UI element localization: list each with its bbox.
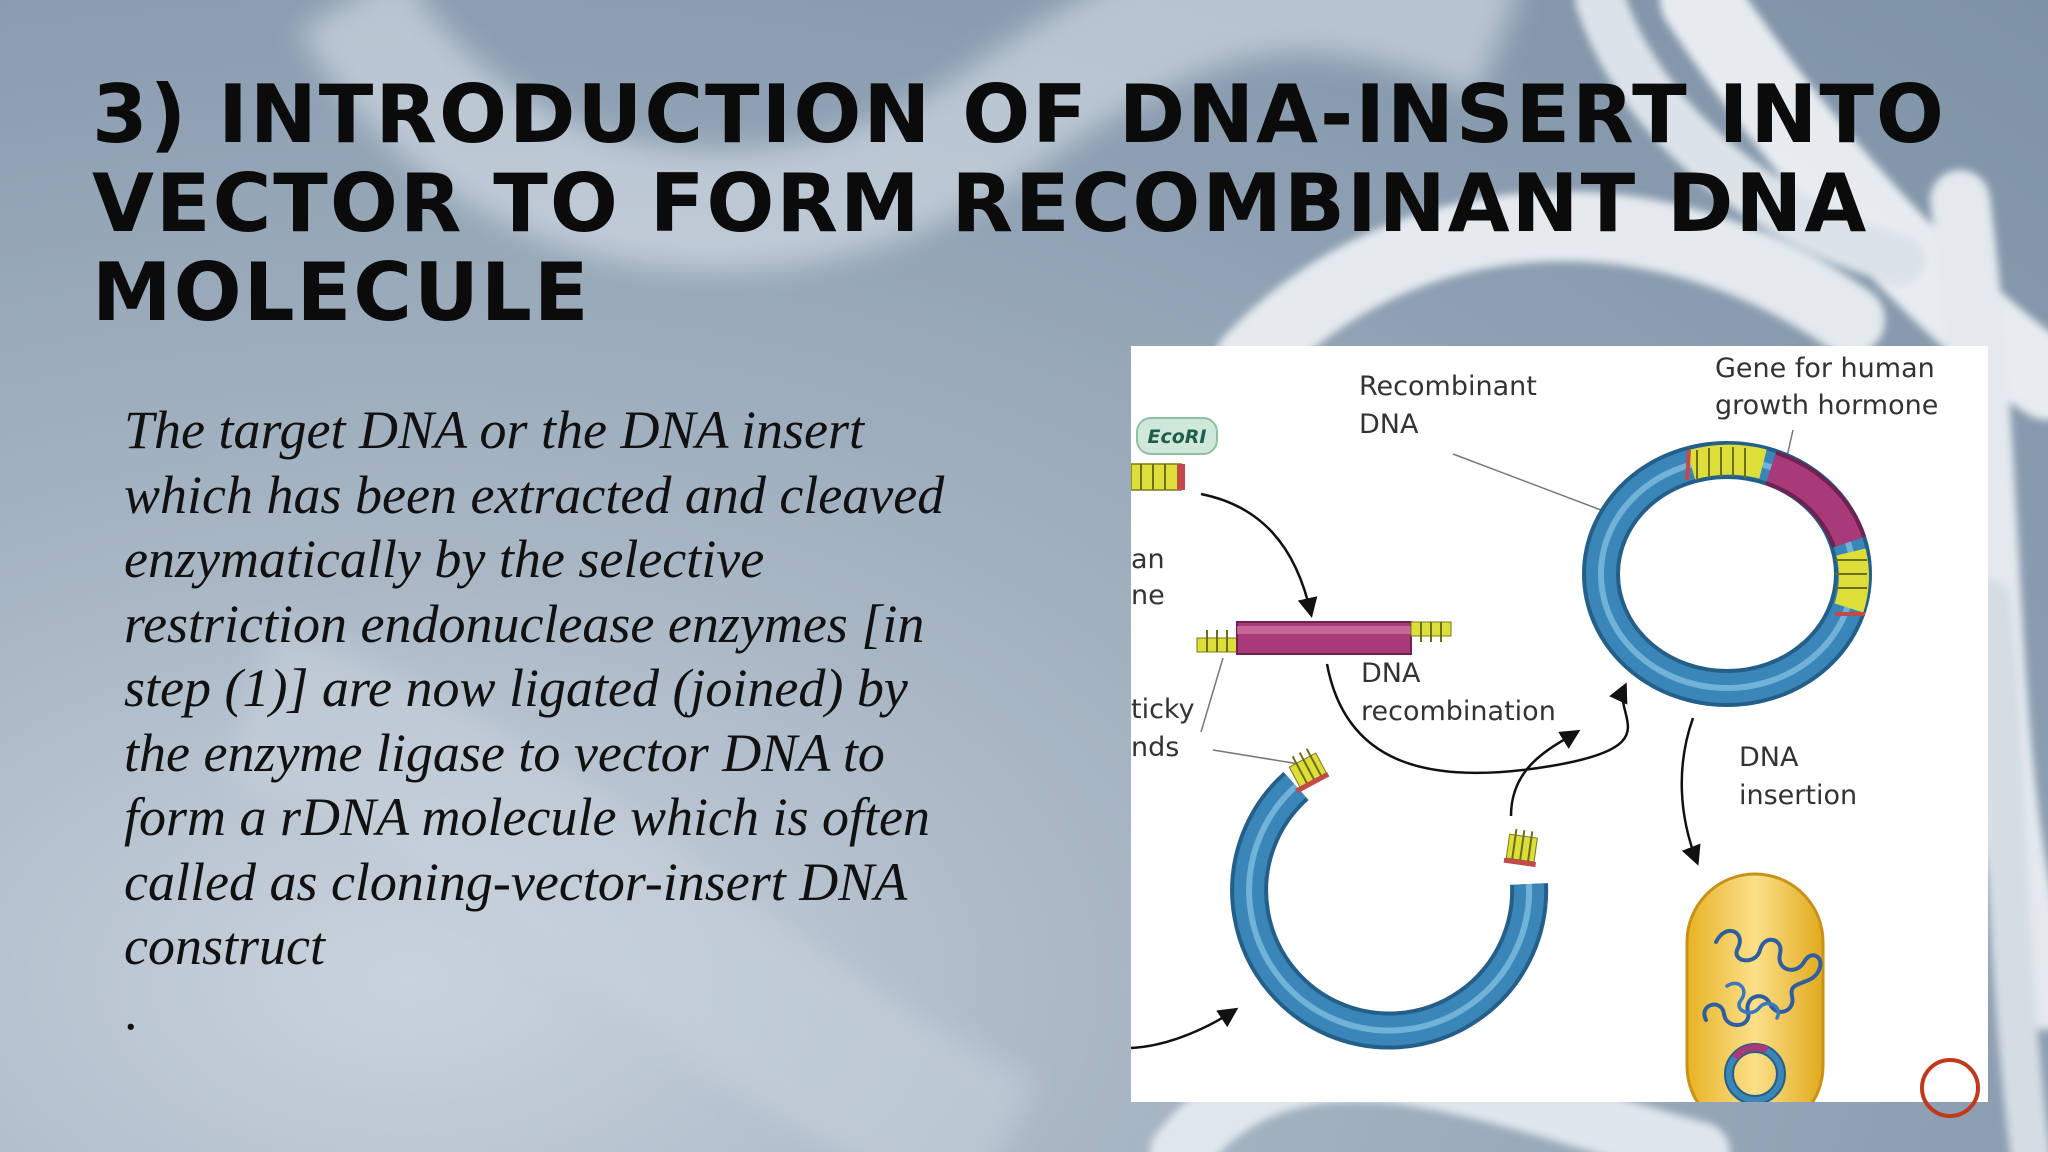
sticky-leader-1 <box>1200 657 1224 733</box>
recombinant-label-1: Recombinant <box>1359 371 1537 402</box>
ecori-badge: EcoRI <box>1136 417 1218 455</box>
body-line: construct. <box>124 914 1104 1043</box>
body-line: step (1)] are now ligated (joined) by <box>124 658 908 718</box>
arrow-to-recombinant <box>1509 729 1581 817</box>
body-line: which has been extracted and cleaved <box>124 464 945 525</box>
title-line: 3) INTRODUCTION OF DNA-INSERT INTO <box>92 68 1946 161</box>
recombination-label-1: DNA <box>1361 658 1421 689</box>
gene-label-1: Gene for human <box>1715 353 1935 384</box>
title-line: VECTOR TO FORM RECOMBINANT DNA <box>92 157 1869 250</box>
body-end-period: . <box>124 980 138 1041</box>
slide-title: 3) INTRODUCTION OF DNA-INSERT INTO VECTO… <box>92 70 1992 337</box>
body-paragraph: The target DNA or the DNA insert which h… <box>124 398 1104 1043</box>
recombinant-dna-diagram: EcoRI an ne ticky nds <box>1131 346 1988 1102</box>
insertion-label-1: DNA <box>1739 742 1799 773</box>
body-line: called as cloning-vector-insert DNA <box>124 851 908 912</box>
bacterial-cell <box>1685 872 1825 1102</box>
arrow-into-vector <box>1131 1007 1239 1050</box>
gene-label-partial: ne <box>1131 580 1165 611</box>
body-line-text: construct <box>124 916 325 976</box>
body-line: The target DNA or the DNA insert <box>124 400 865 460</box>
slide-number-badge <box>1920 1058 1980 1118</box>
recombinant-plasmid <box>1582 441 1872 707</box>
recombinant-leader <box>1452 453 1602 511</box>
ends-label-partial: nds <box>1131 732 1179 763</box>
title-line: MOLECULE <box>92 246 591 339</box>
sticky-leader-2 <box>1212 749 1300 765</box>
diagram-canvas: EcoRI an ne ticky nds <box>1131 353 1938 1102</box>
insertion-label-2: insertion <box>1739 780 1857 811</box>
gene-label-2: growth hormone <box>1715 390 1938 421</box>
human-label-partial: an <box>1131 544 1165 575</box>
arrow-to-fragment <box>1200 492 1318 618</box>
sticky-label-partial: ticky <box>1131 694 1195 725</box>
arrow-recombination <box>1325 663 1630 775</box>
recombinant-label-2: DNA <box>1359 409 1419 440</box>
body-line: form a rDNA molecule which is often <box>124 787 930 847</box>
gene-fragment <box>1196 621 1452 655</box>
arrow-insertion <box>1680 717 1701 866</box>
body-line: enzymatically by the selective <box>124 529 765 589</box>
body-line: restriction endonuclease enzymes [in <box>124 593 925 654</box>
recombination-label-2: recombination <box>1361 696 1556 727</box>
body-line: the enzyme ligase to vector DNA to <box>124 722 885 783</box>
ecori-label: EcoRI <box>1148 426 1207 448</box>
dna-fragment-edge <box>1131 463 1185 491</box>
open-plasmid-vector <box>1230 748 1549 1050</box>
